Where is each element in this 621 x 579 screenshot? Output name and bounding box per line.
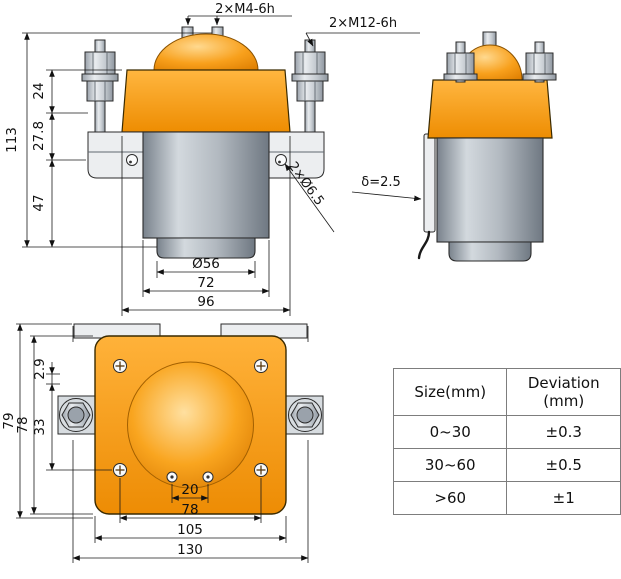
- size-cell: >60: [392, 481, 508, 515]
- dim-113: 113: [4, 127, 20, 153]
- front-right-bolt: [291, 39, 329, 136]
- dim-47: 47: [31, 194, 47, 211]
- dim-130: 130: [177, 542, 203, 558]
- side-cap: [427, 79, 553, 139]
- side-view: [417, 31, 557, 262]
- side-terminal-right: [288, 398, 322, 432]
- dim-2-9: 2.9: [32, 358, 48, 379]
- deviation-cell: ±0.5: [506, 448, 621, 482]
- side-left-bolt: [443, 41, 478, 83]
- table-row: 30~60 ±0.5: [392, 448, 621, 482]
- dim-96: 96: [197, 294, 214, 310]
- side-cylinder-bottom: [448, 241, 532, 262]
- table-row: >60 ±1: [392, 481, 621, 515]
- dim-72: 72: [197, 275, 214, 291]
- side-cylinder: [436, 137, 544, 243]
- tolerance-table-header-row: Size(mm) Deviation (mm): [392, 368, 621, 416]
- dim-20: 20: [181, 482, 198, 498]
- size-cell: 0~30: [392, 415, 508, 449]
- side-right-bolt: [522, 41, 557, 83]
- dim-105: 105: [177, 522, 203, 538]
- label-m4-thread: 2×M4-6h: [215, 2, 275, 17]
- mount-hole-right: [275, 154, 287, 166]
- tolerance-table: Size(mm) Deviation (mm) 0~30 ±0.3 30~60 …: [392, 368, 621, 515]
- dim-dia-56: Ø56: [192, 256, 220, 272]
- table-row: 0~30 ±0.3: [392, 415, 621, 449]
- front-dome: [153, 33, 259, 71]
- dim-78-left: 78: [15, 416, 31, 433]
- front-cap: [121, 69, 291, 133]
- deviation-cell: ±0.3: [506, 415, 621, 449]
- top-view: 79 78 2.9 33 20 78 105: [1, 323, 324, 563]
- size-column-header: Size(mm): [392, 368, 508, 416]
- dim-27-8: 27.8: [31, 121, 47, 151]
- top-dome: [127, 361, 254, 489]
- side-terminal-left: [59, 398, 93, 432]
- side-bracket-plate: [423, 133, 436, 233]
- front-cylinder: [142, 131, 270, 239]
- front-cylinder-bottom: [156, 237, 256, 259]
- lead-wire: [417, 230, 431, 260]
- mount-hole-left: [126, 154, 138, 166]
- coil-terminals: [166, 471, 214, 483]
- dim-33: 33: [32, 418, 48, 435]
- front-left-bolt: [81, 39, 119, 136]
- front-view: 113 24 27.8 47 Ø56 72 96 2×M4-6h 2×M12-6…: [4, 2, 422, 316]
- dim-78-bottom: 78: [181, 502, 198, 518]
- label-bracket-thickness: δ=2.5: [361, 175, 401, 190]
- dim-24: 24: [31, 82, 47, 99]
- corner-screws: [113, 359, 268, 477]
- deviation-column-header: Deviation (mm): [506, 368, 621, 416]
- dim-79: 79: [1, 412, 17, 429]
- label-m12-thread: 2×M12-6h: [329, 16, 397, 31]
- size-cell: 30~60: [392, 448, 508, 482]
- deviation-cell: ±1: [506, 481, 621, 515]
